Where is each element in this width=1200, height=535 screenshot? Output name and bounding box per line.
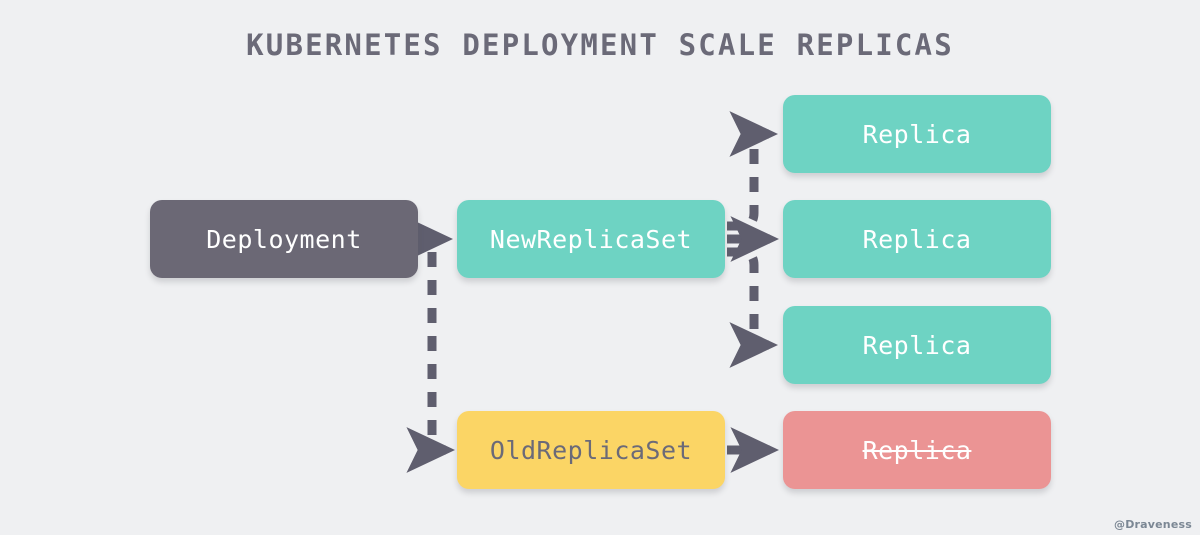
node-replica-removed[interactable]: Replica	[783, 411, 1051, 489]
node-new-replica-set-label: NewReplicaSet	[489, 224, 693, 254]
node-replica-removed-label: Replica	[862, 435, 972, 465]
edge-deployment-to-old-replicaset	[406, 252, 455, 473]
node-replica-3-label: Replica	[862, 330, 972, 360]
node-old-replica-set-label: OldReplicaSet	[489, 435, 693, 465]
node-replica-3[interactable]: Replica	[783, 306, 1051, 384]
watermark: @Draveness	[1114, 518, 1192, 531]
node-replica-2-label: Replica	[862, 224, 972, 254]
node-replica-2[interactable]: Replica	[783, 200, 1051, 278]
edge-new-replicaset-to-replica-1	[727, 111, 778, 231]
node-replica-1-label: Replica	[862, 119, 972, 149]
node-deployment[interactable]: Deployment	[150, 200, 418, 278]
page-title: KUBERNETES DEPLOYMENT SCALE REPLICAS	[246, 28, 954, 62]
node-new-replica-set[interactable]: NewReplicaSet	[457, 200, 725, 278]
node-replica-1[interactable]: Replica	[783, 95, 1051, 173]
edge-new-replicaset-to-replica-3	[727, 247, 778, 368]
node-old-replica-set[interactable]: OldReplicaSet	[457, 411, 725, 489]
node-deployment-label: Deployment	[206, 224, 362, 254]
